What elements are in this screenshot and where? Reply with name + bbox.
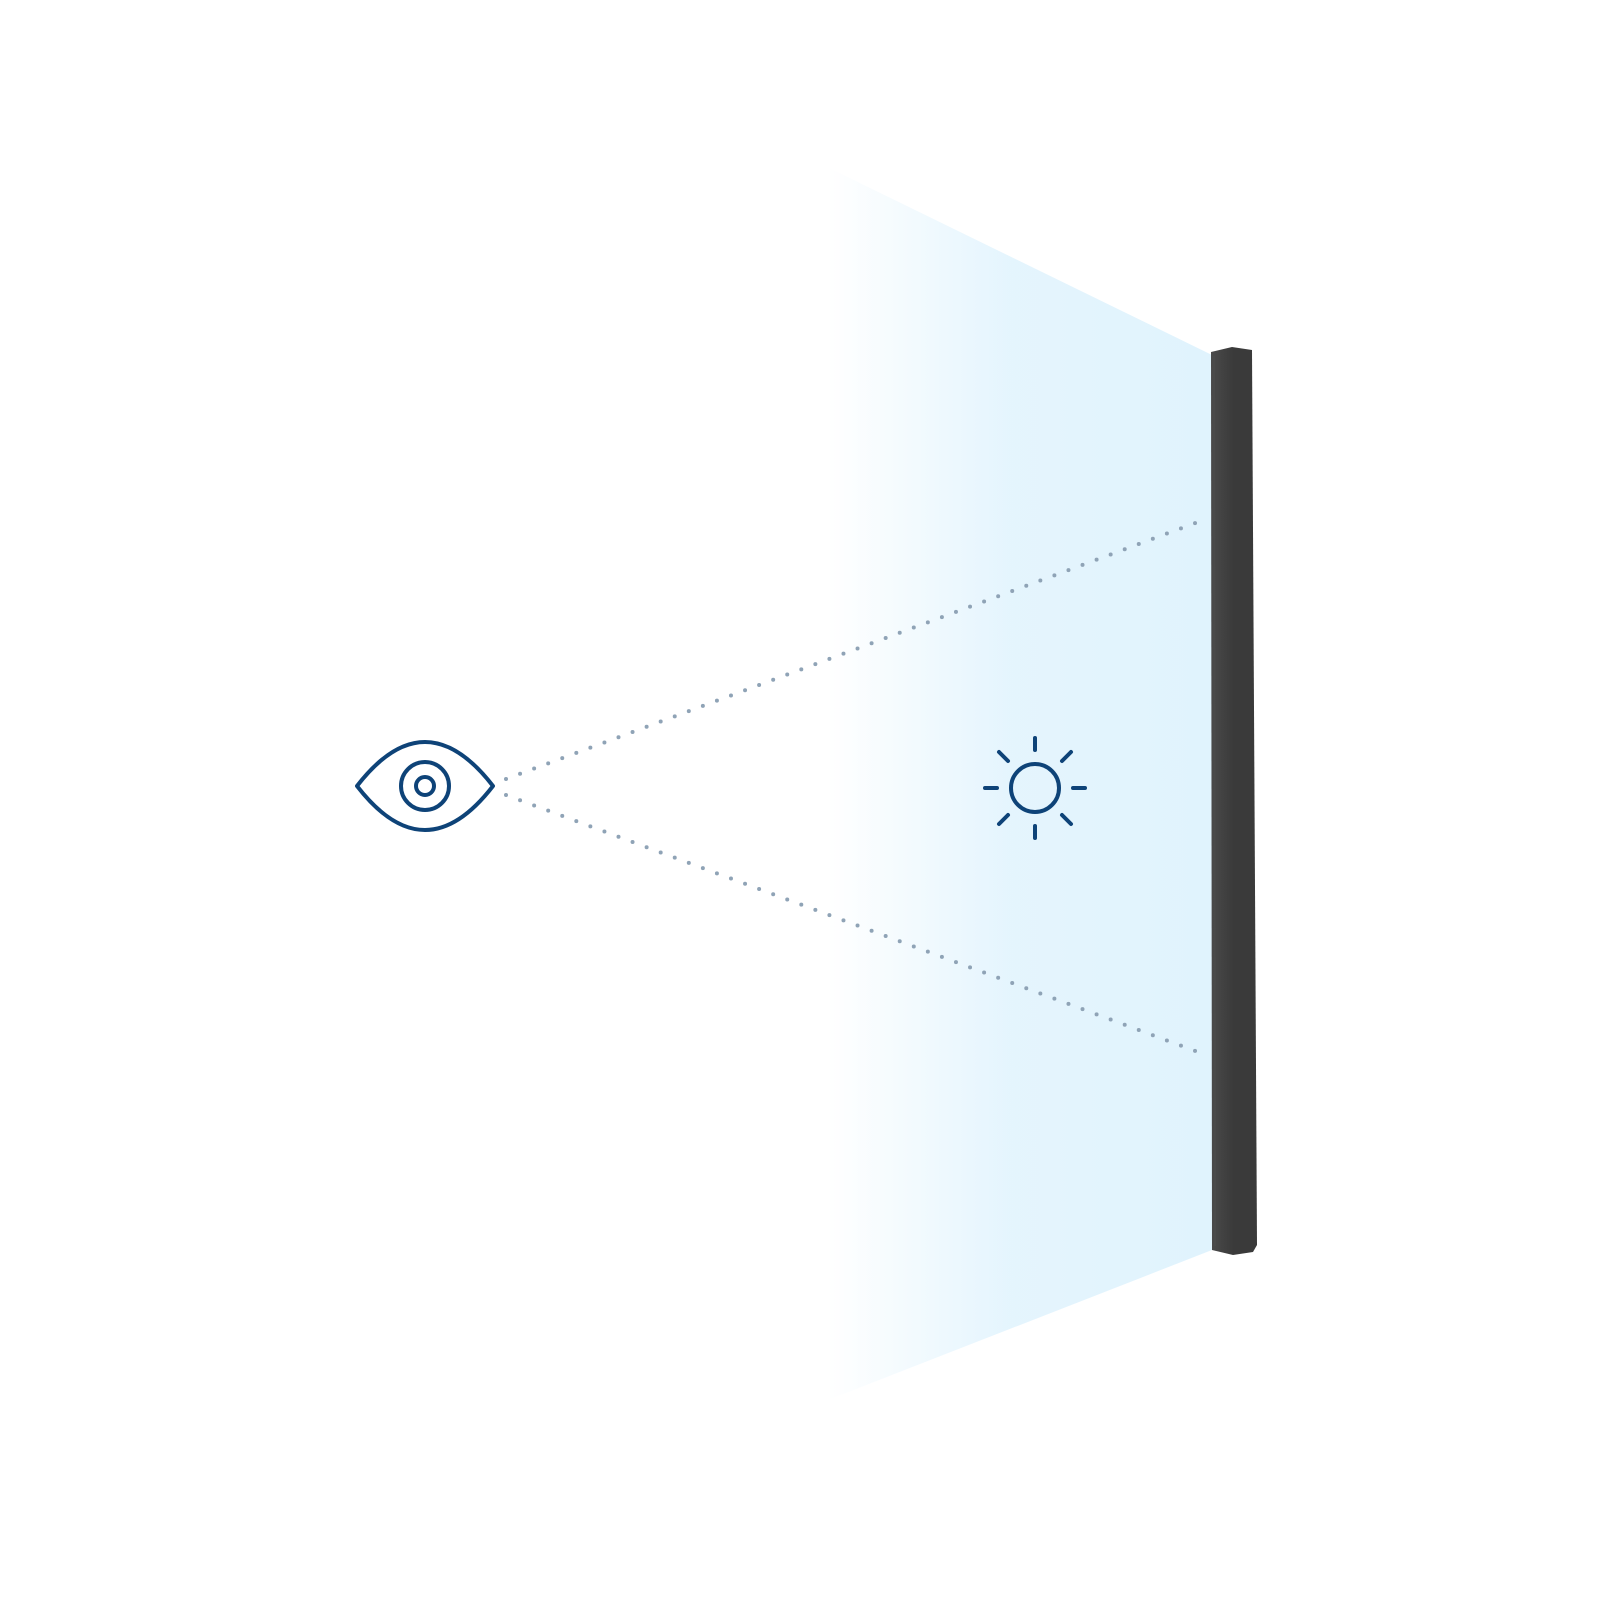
sight-line-upper (504, 520, 1200, 781)
sun-core (1009, 762, 1061, 814)
light-beam (700, 105, 1212, 1450)
screen-body (1211, 347, 1257, 1255)
eye-iris (399, 760, 451, 812)
eye-icon (355, 740, 495, 832)
eye-pupil (414, 775, 436, 797)
sun-icon (983, 736, 1087, 840)
display-screen (1211, 347, 1257, 1255)
eye-outline (355, 740, 495, 832)
screen-edge-highlight (1213, 355, 1216, 1247)
sight-line-lower (504, 793, 1200, 1054)
sun-rays (983, 736, 1087, 840)
